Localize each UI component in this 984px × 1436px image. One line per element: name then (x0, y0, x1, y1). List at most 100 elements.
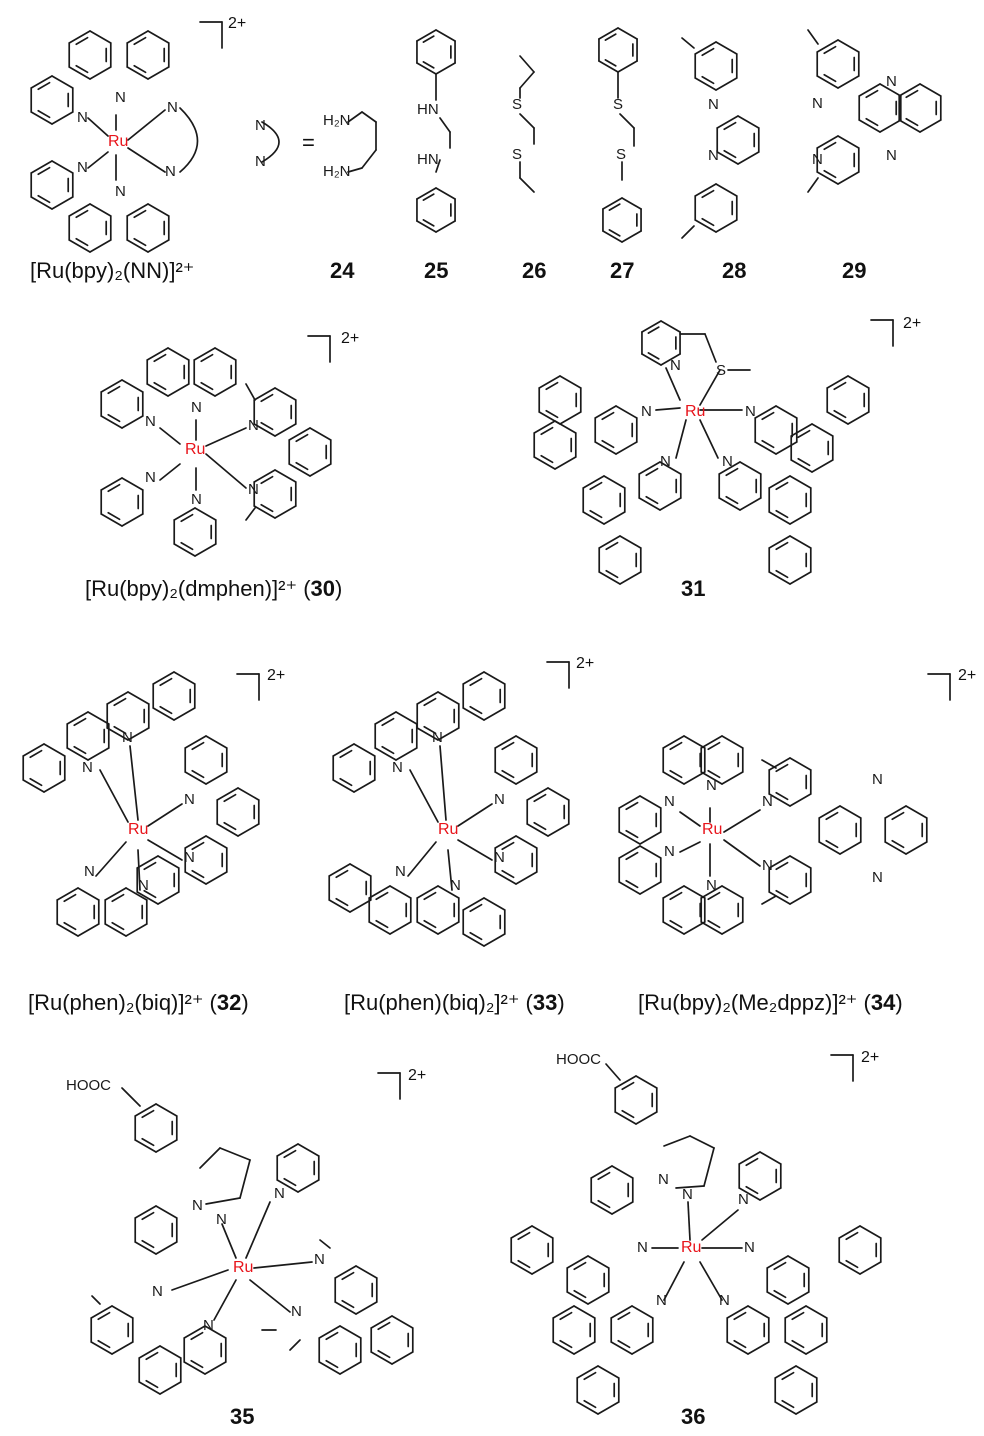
compound-number-25: 25 (424, 258, 448, 283)
double-bond (423, 697, 437, 707)
n-atom: N (82, 759, 93, 776)
complex-33: Ru N N N N N N 2+ [Ru(phen)(biq)₂]²⁺ (33… (344, 655, 594, 1015)
ring-bond (839, 841, 862, 855)
ring-bond (391, 1315, 414, 1329)
double-bond (107, 483, 121, 493)
double-bond (775, 569, 789, 579)
ring-bond (859, 1261, 882, 1275)
double-bond (533, 793, 547, 803)
n-atom: N (812, 95, 823, 112)
double-bond (37, 194, 51, 204)
ring-bond (768, 891, 791, 905)
n-atom: N (886, 147, 897, 164)
double-bond (75, 209, 89, 219)
double-bond (223, 821, 237, 831)
ring-bond (104, 887, 127, 901)
double-bond (295, 433, 309, 443)
ring-bond (77, 923, 100, 937)
ring-bond (898, 119, 921, 133)
nn-legend: N N = H₂N H₂N 24 (255, 112, 355, 283)
bond (289, 1339, 301, 1351)
double-bond (745, 1185, 759, 1195)
ring-bond (416, 885, 439, 899)
ring-bond (214, 383, 237, 397)
double-bond (669, 919, 683, 929)
double-bond (423, 891, 437, 901)
ring-bond (739, 461, 762, 475)
ring-bond (805, 1305, 828, 1319)
double-bond (29, 749, 43, 759)
bond (605, 1063, 621, 1081)
bond (147, 839, 183, 861)
ring-bond (370, 1315, 393, 1329)
ring-bond (318, 1325, 341, 1339)
ring-bond (276, 1143, 299, 1157)
ring-bond (547, 823, 570, 837)
ring-bond (818, 805, 841, 819)
n-atom: N (291, 1303, 302, 1320)
bond (699, 1261, 723, 1301)
n-atom: N (165, 163, 176, 180)
double-bond (625, 851, 639, 861)
ring-bond (136, 891, 159, 905)
ring-bond (173, 507, 196, 521)
ring-bond (715, 41, 738, 55)
ring-bond (349, 899, 372, 913)
ring-bond (641, 320, 662, 333)
ring-bond (77, 887, 100, 901)
ring-bond (789, 855, 812, 869)
ring-bond (768, 475, 791, 489)
ring-bond (173, 707, 196, 721)
ring-bond (66, 711, 89, 725)
ring-bond (167, 347, 190, 361)
ring-bond (416, 187, 437, 200)
double-bond (143, 861, 157, 871)
double-bond (113, 697, 127, 707)
n-atom: N (745, 403, 756, 420)
double-bond (775, 791, 789, 801)
double-bond (191, 769, 205, 779)
ring-bond (559, 375, 582, 389)
ring-bond (715, 77, 738, 91)
ring-bond (437, 885, 460, 899)
n-atom: N (664, 793, 675, 810)
ring-bond (121, 379, 144, 393)
ring-bond (603, 475, 626, 489)
ring-bond (216, 787, 239, 801)
n-atom: N (494, 849, 505, 866)
n-atom: N (722, 453, 733, 470)
ring-bond (68, 239, 91, 253)
ligand-29: N N N N 29 (812, 73, 897, 283)
double-bond (191, 869, 205, 879)
ring-bond (590, 1201, 613, 1215)
ring-bond (789, 757, 812, 771)
ring-bond (214, 347, 237, 361)
ring-bond (183, 1361, 206, 1375)
ring-bond (618, 881, 641, 895)
ring-bond (766, 1291, 789, 1305)
bond (807, 177, 819, 193)
ring-bond (747, 1305, 770, 1319)
double-bond (501, 769, 515, 779)
double-bond (422, 193, 435, 201)
double-bond (133, 36, 147, 46)
ring-bond (795, 1365, 818, 1379)
bond (675, 1185, 705, 1189)
bond (457, 839, 493, 861)
ring-bond (494, 835, 517, 849)
bond (519, 113, 535, 129)
ring-bond (328, 863, 351, 877)
double-bond (597, 1199, 611, 1209)
double-bond (617, 1339, 631, 1349)
amine-label-bottom: H₂N (323, 163, 351, 180)
bond (675, 419, 687, 459)
ring-bond (547, 787, 570, 801)
n-atom: N (670, 357, 681, 374)
double-bond (501, 869, 515, 879)
double-bond (597, 1171, 611, 1181)
double-bond (97, 1339, 111, 1349)
n-atom: N (192, 1197, 203, 1214)
double-bond (107, 413, 121, 423)
bond (127, 147, 166, 173)
double-bond (825, 811, 839, 821)
